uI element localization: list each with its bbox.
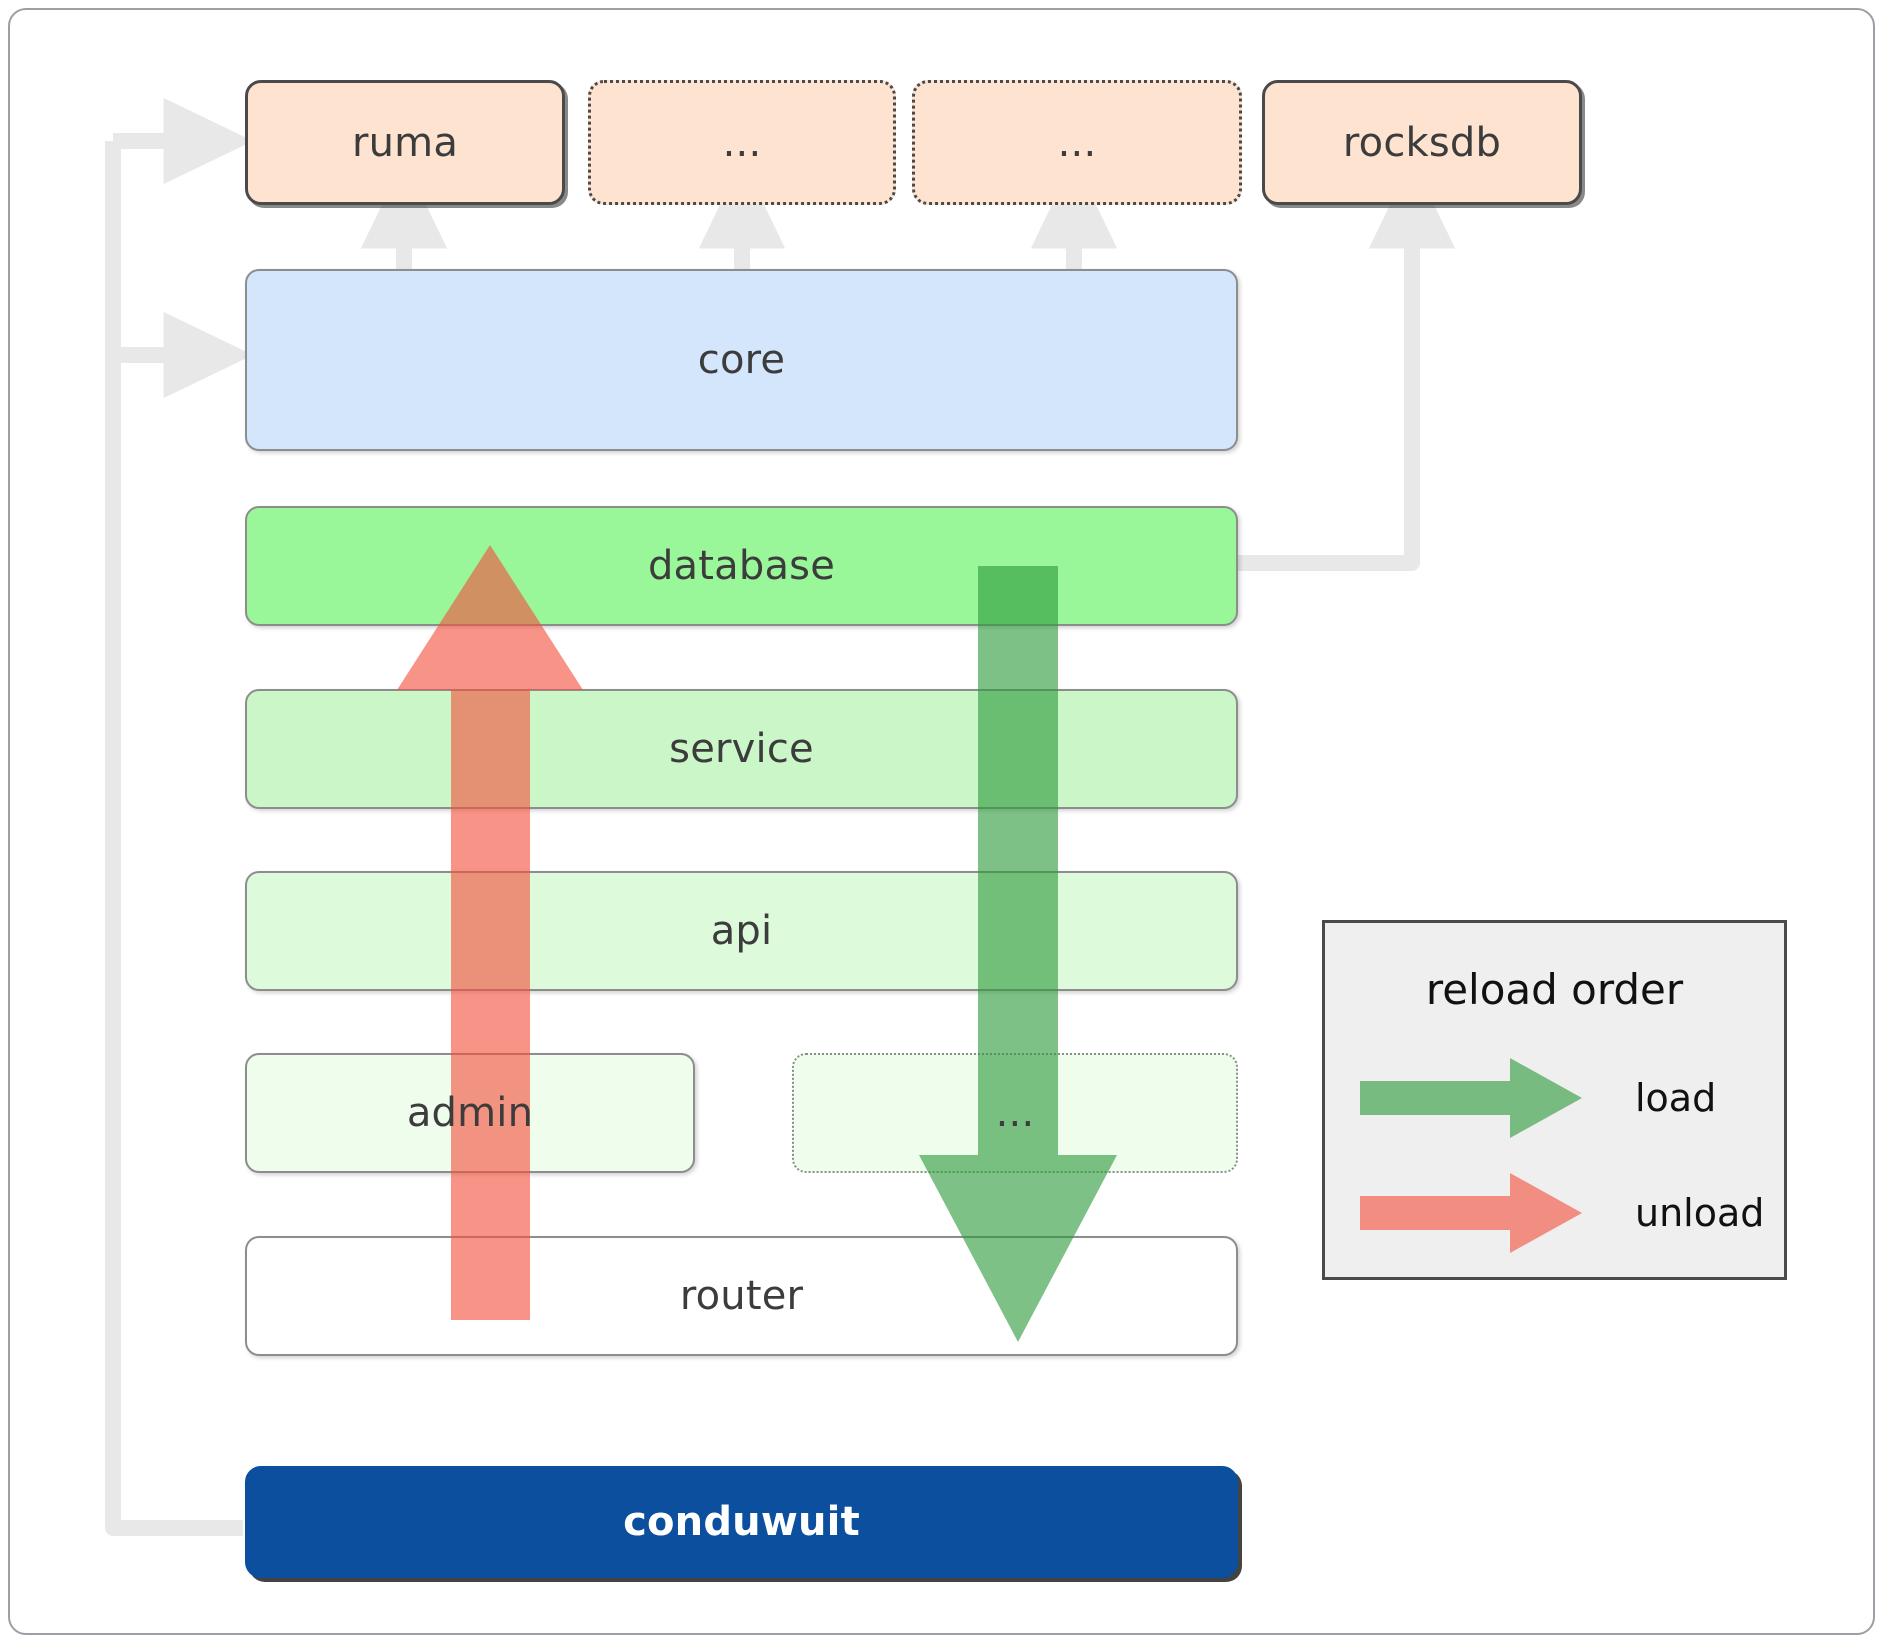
dependency-box-more-2[interactable]: ... xyxy=(912,80,1242,205)
dependency-label: rocksdb xyxy=(1342,119,1502,166)
layer-box-api[interactable]: api xyxy=(245,871,1238,991)
load-arrow-icon xyxy=(1360,1058,1582,1138)
dependency-box-rocksdb[interactable]: rocksdb xyxy=(1262,80,1582,205)
layer-label: router xyxy=(679,1273,804,1319)
legend-title: reload order xyxy=(1425,965,1684,1014)
layer-box-core[interactable]: core xyxy=(245,269,1238,451)
dependency-box-more-1[interactable]: ... xyxy=(588,80,896,205)
root-label: conduwuit xyxy=(623,1499,860,1545)
layer-box-more[interactable]: ... xyxy=(792,1053,1238,1173)
legend-row-load: load xyxy=(1325,1053,1784,1143)
legend-label-load: load xyxy=(1635,1076,1717,1120)
dependency-box-ruma[interactable]: ruma xyxy=(245,80,565,205)
layer-label: admin xyxy=(406,1090,534,1136)
layer-label: core xyxy=(697,337,786,383)
layer-box-service[interactable]: service xyxy=(245,689,1238,809)
layer-box-database[interactable]: database xyxy=(245,506,1238,626)
layer-label: ... xyxy=(995,1090,1035,1136)
layer-box-router[interactable]: router xyxy=(245,1236,1238,1356)
unload-arrow-icon xyxy=(1360,1173,1582,1253)
layer-box-admin[interactable]: admin xyxy=(245,1053,695,1173)
dependency-label: ... xyxy=(1057,119,1097,166)
legend-panel: reload order load unload xyxy=(1322,920,1787,1280)
root-box-conduwuit[interactable]: conduwuit xyxy=(245,1466,1238,1578)
dependency-label: ... xyxy=(722,119,762,166)
legend-label-unload: unload xyxy=(1635,1191,1765,1235)
layer-label: api xyxy=(710,908,773,954)
layer-label: database xyxy=(647,543,836,589)
layer-label: service xyxy=(669,726,814,772)
legend-row-unload: unload xyxy=(1325,1168,1784,1258)
dependency-label: ruma xyxy=(351,119,459,166)
